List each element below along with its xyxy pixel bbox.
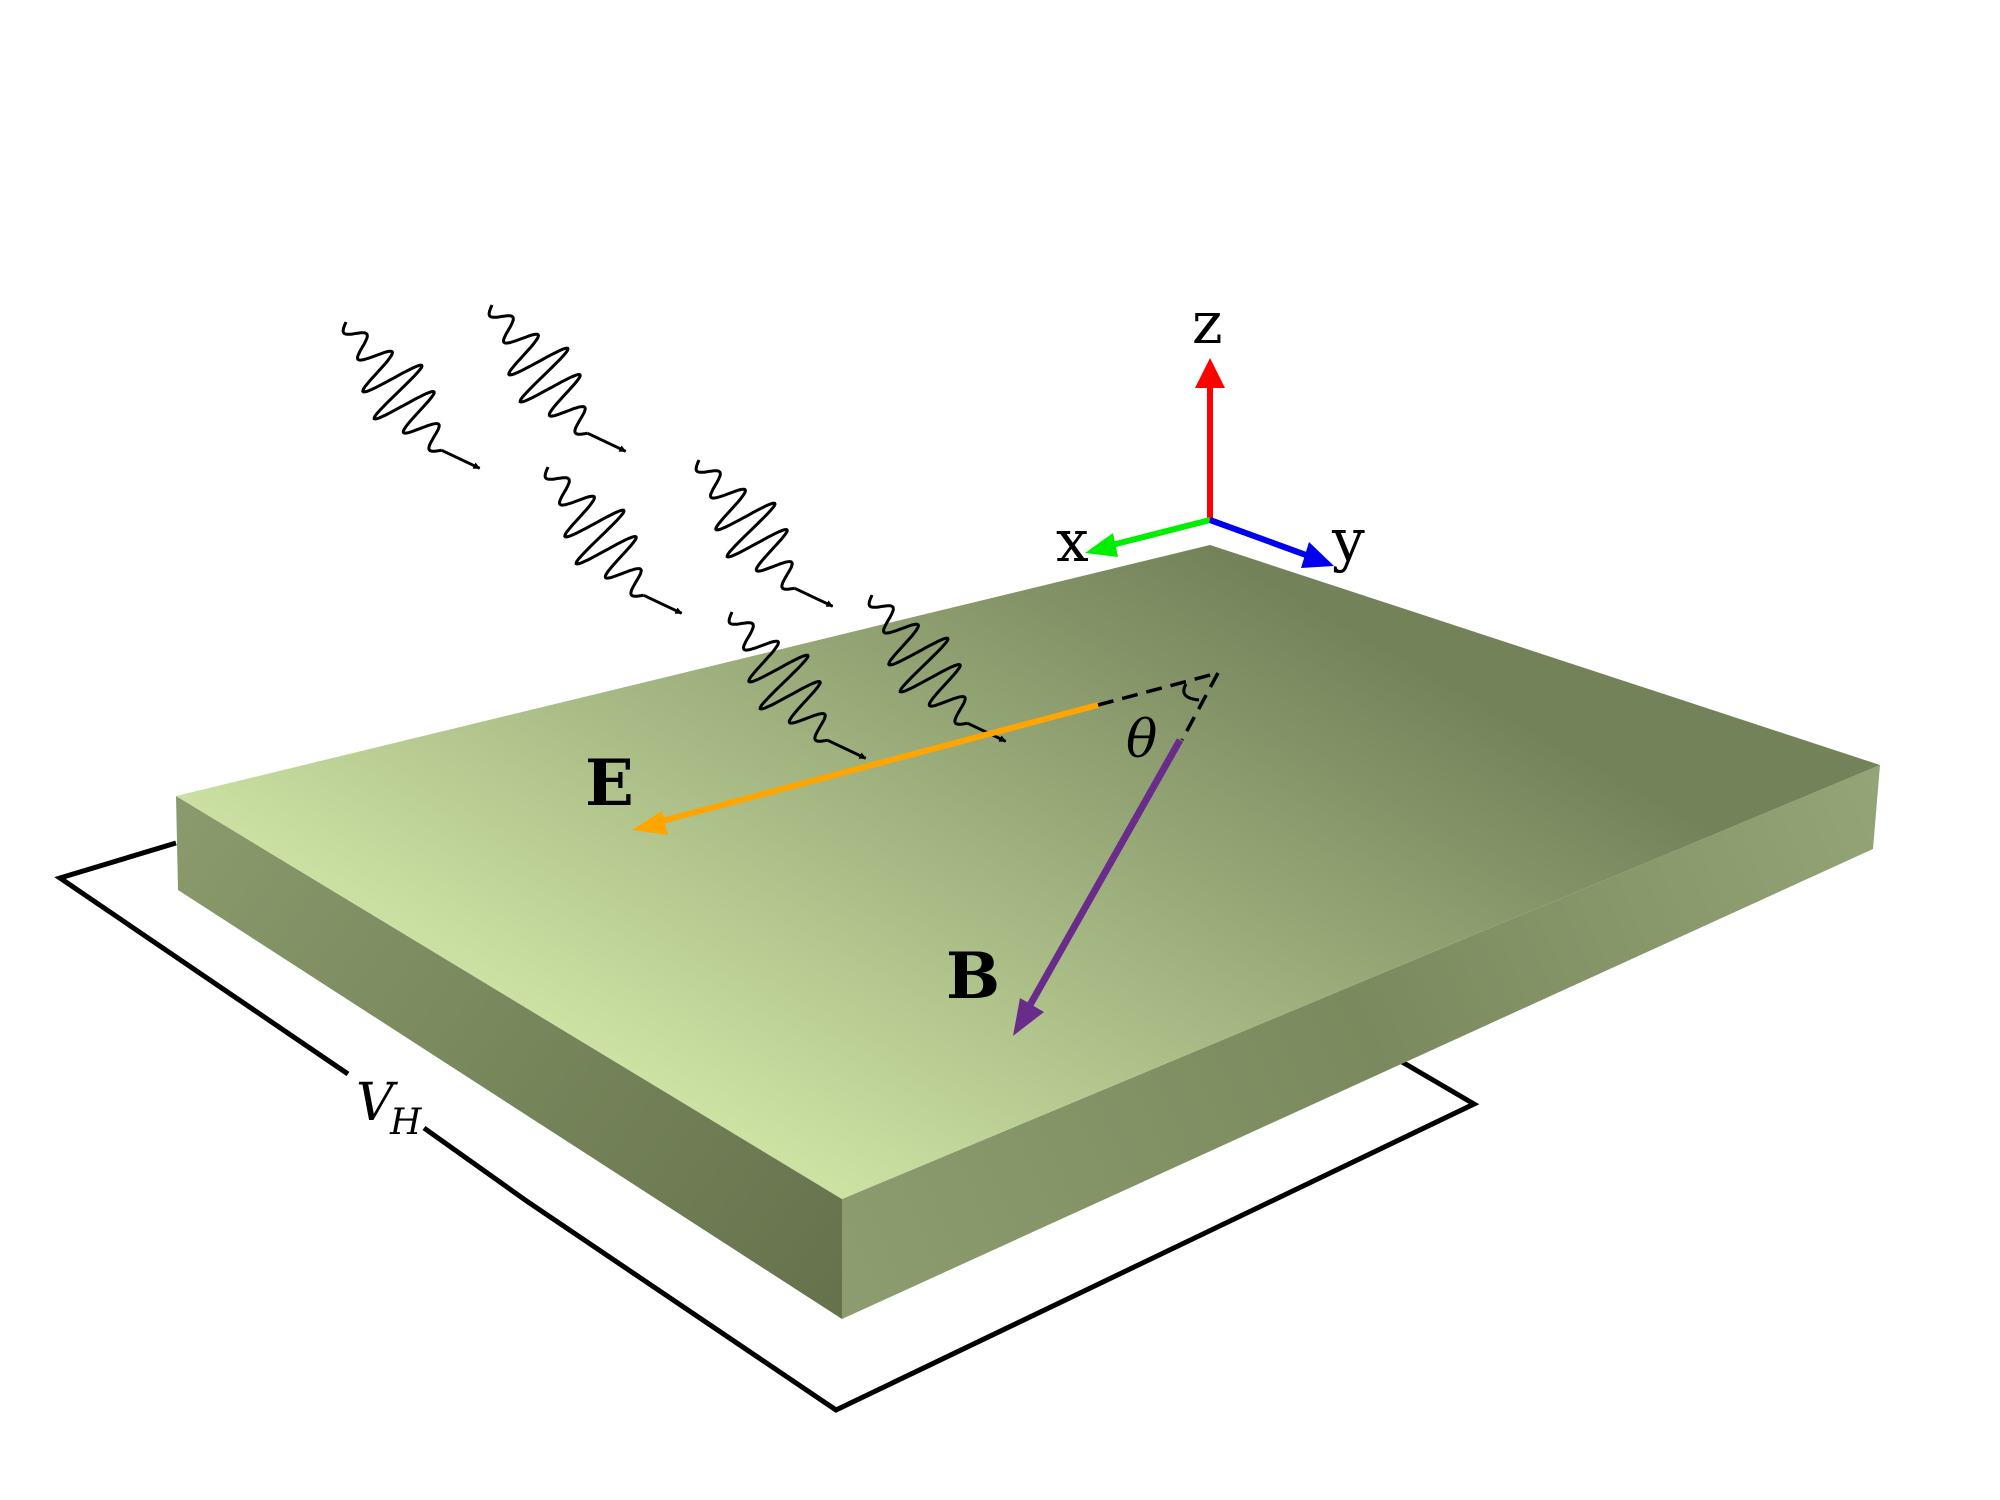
photon-arrow-5 bbox=[827, 738, 867, 760]
hall-voltage-symbol: V bbox=[356, 1073, 398, 1133]
coordinate-axes: z x y bbox=[1056, 289, 1365, 575]
slab-front-right-face bbox=[842, 765, 1880, 1319]
photon-wave-5 bbox=[727, 611, 828, 743]
e-field-arrowhead bbox=[632, 811, 668, 835]
axis-y-label: y bbox=[1331, 506, 1365, 574]
axis-z-arrowhead bbox=[1195, 358, 1225, 388]
slab-front-left-face bbox=[176, 796, 842, 1319]
photon-wave-3 bbox=[543, 466, 644, 598]
b-field-label: B bbox=[946, 939, 1000, 1014]
wire-left-upper bbox=[54, 840, 350, 1077]
axis-x-label: x bbox=[1056, 507, 1089, 575]
photon-arrow-1 bbox=[441, 448, 481, 470]
slab-top-face bbox=[176, 545, 1880, 1199]
angle-theta-label: θ bbox=[1126, 710, 1157, 770]
wire-lower-loop bbox=[422, 1032, 1480, 1413]
b-field-arrow bbox=[1026, 738, 1184, 1007]
b-direction-dashed-line bbox=[1180, 672, 1220, 741]
photon-arrow-2 bbox=[587, 431, 627, 453]
photon-arrow-3 bbox=[643, 593, 683, 615]
axis-y-arrowhead bbox=[1301, 542, 1334, 568]
axis-y-arrow bbox=[1208, 517, 1308, 558]
electric-field-vector bbox=[632, 702, 1099, 835]
axis-x-arrow bbox=[1111, 517, 1211, 548]
e-field-label: E bbox=[585, 746, 634, 821]
photon-arrow-4 bbox=[794, 586, 834, 608]
photon-wave-6 bbox=[867, 594, 968, 726]
incident-radiation bbox=[341, 304, 1007, 760]
b-field-arrowhead bbox=[1013, 998, 1044, 1036]
axis-z-label: z bbox=[1192, 289, 1223, 357]
voltage-circuit-wire bbox=[54, 840, 1480, 1413]
hall-voltage-subscript: H bbox=[389, 1102, 422, 1143]
e-direction-dashed-line bbox=[1097, 671, 1219, 707]
photon-wave-4 bbox=[694, 459, 795, 591]
magnetic-field-vector bbox=[1013, 738, 1184, 1036]
axis-x-arrowhead bbox=[1085, 533, 1118, 557]
e-field-arrow bbox=[657, 702, 1099, 825]
angle-construction bbox=[1097, 671, 1220, 741]
conductor-slab bbox=[176, 545, 1880, 1319]
photon-wave-1 bbox=[341, 321, 442, 453]
photon-wave-2 bbox=[487, 304, 588, 436]
angle-arc bbox=[1182, 683, 1200, 702]
hall-voltage-label: V H bbox=[356, 1073, 422, 1143]
